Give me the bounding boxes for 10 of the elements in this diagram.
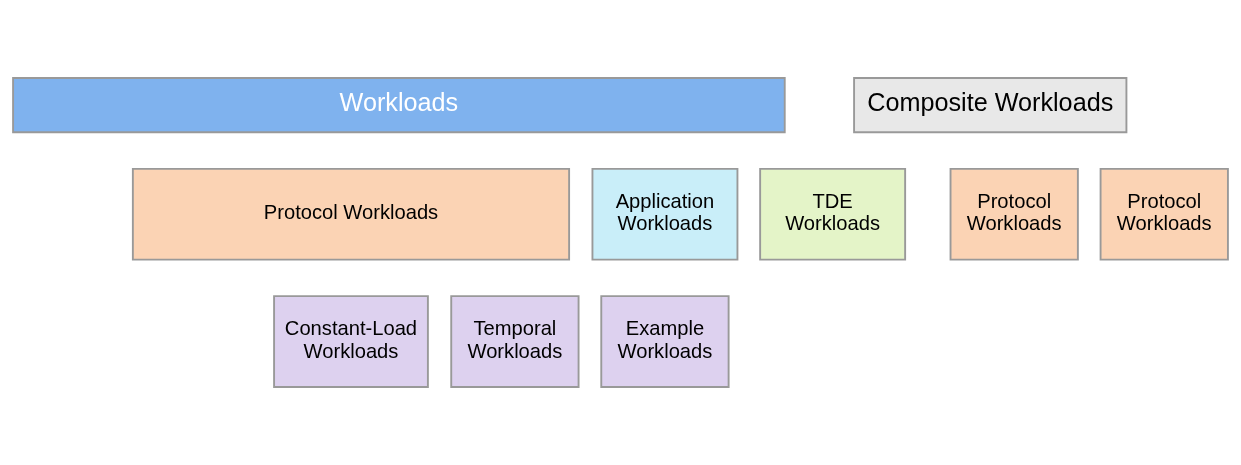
node-box: Composite Workloads [853,77,1128,134]
node-box: Protocol Workloads [131,167,571,261]
node-box: Protocol Workloads [949,167,1079,261]
node-box: Workloads [12,77,786,134]
node-box: Constant-Load Workloads [273,295,429,388]
node-box: Protocol Workloads [1099,167,1229,261]
node-box: Example Workloads [600,295,730,388]
node-box: Application Workloads [591,167,739,261]
node-box: TDE Workloads [759,167,907,261]
node-box: Temporal Workloads [450,295,580,388]
